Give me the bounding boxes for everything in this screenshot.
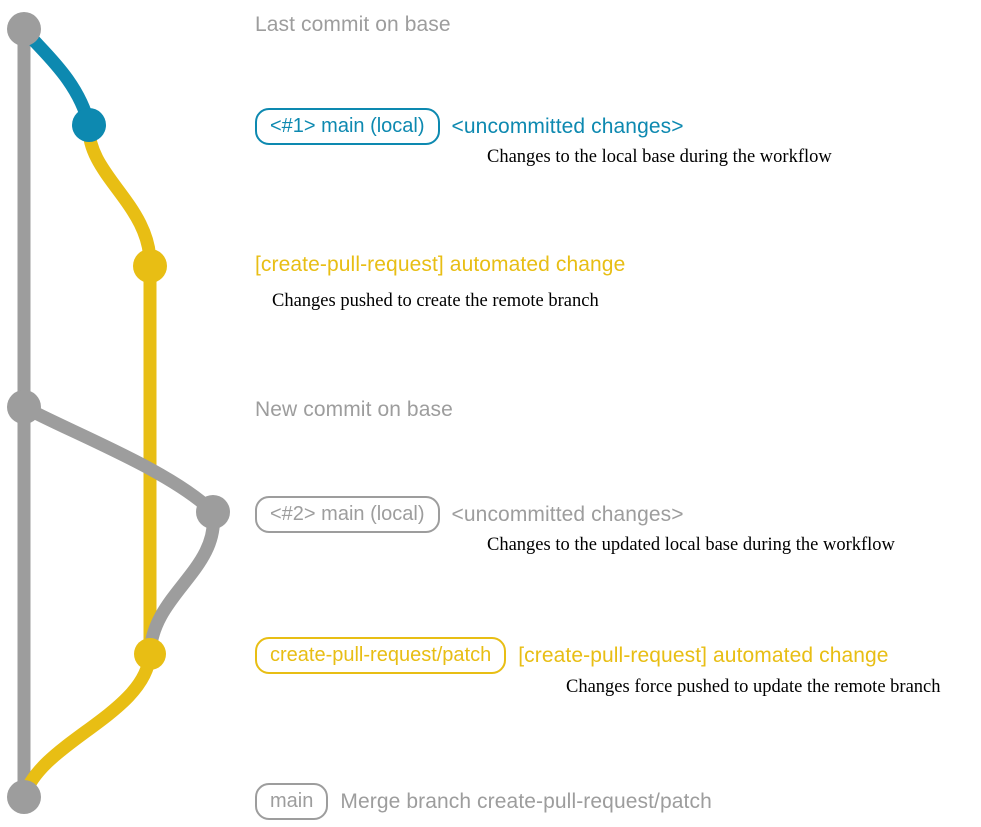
commit-row-new-commit: New commit on base xyxy=(255,399,453,420)
commit-message-automated-change-2: [create-pull-request] automated change xyxy=(518,644,889,667)
commit-description-automated-change-2: Changes force pushed to update the remot… xyxy=(566,677,941,697)
ref-badge-create-pull-request-patch[interactable]: create-pull-request/patch xyxy=(255,637,507,674)
commit-description-local-2: Changes to the updated local base during… xyxy=(487,535,895,555)
commit-row-merge: main Merge branch create-pull-request/pa… xyxy=(255,783,712,820)
ref-badge-main[interactable]: main xyxy=(255,783,329,820)
commit-node-last-commit-on-base[interactable] xyxy=(7,12,41,46)
ref-badge-main-local-1[interactable]: <#1> main (local) xyxy=(255,108,440,145)
commit-node-local-2[interactable] xyxy=(196,495,230,529)
commit-message-last-commit: Last commit on base xyxy=(255,13,451,36)
commit-row-local-1: <#1> main (local) <uncommitted changes> xyxy=(255,108,684,145)
edge-patch-to-merge xyxy=(17,647,157,804)
commit-message-new-commit: New commit on base xyxy=(255,398,453,421)
ref-badge-main-local-2[interactable]: <#2> main (local) xyxy=(255,496,440,533)
commit-node-new-commit-on-base[interactable] xyxy=(7,390,41,424)
commit-node-automated-change-1[interactable] xyxy=(133,249,167,283)
commit-message-merge: Merge branch create-pull-request/patch xyxy=(340,790,712,813)
edge-base-to-local2 xyxy=(17,400,220,519)
commit-description-automated-change-1: Changes pushed to create the remote bran… xyxy=(272,291,599,311)
commit-description-local-1: Changes to the local base during the wor… xyxy=(487,147,832,167)
commit-node-local-1[interactable] xyxy=(72,108,106,142)
commit-node-merge[interactable] xyxy=(7,780,41,814)
commit-row-local-2: <#2> main (local) <uncommitted changes> xyxy=(255,496,684,533)
commit-row-automated-change-1: [create-pull-request] automated change xyxy=(255,254,625,275)
commit-node-automated-change-2[interactable] xyxy=(134,638,166,670)
edge-local2-to-patch xyxy=(143,505,220,661)
commit-message-local-1: <uncommitted changes> xyxy=(451,115,684,138)
edge-local1-to-remote1 xyxy=(82,118,157,273)
commit-row-last-commit: Last commit on base xyxy=(255,14,451,35)
edge-base-to-local1 xyxy=(17,22,96,132)
commit-message-local-2: <uncommitted changes> xyxy=(451,503,684,526)
commit-row-automated-change-2: create-pull-request/patch [create-pull-r… xyxy=(255,637,889,674)
commit-message-automated-change-1: [create-pull-request] automated change xyxy=(255,253,626,276)
